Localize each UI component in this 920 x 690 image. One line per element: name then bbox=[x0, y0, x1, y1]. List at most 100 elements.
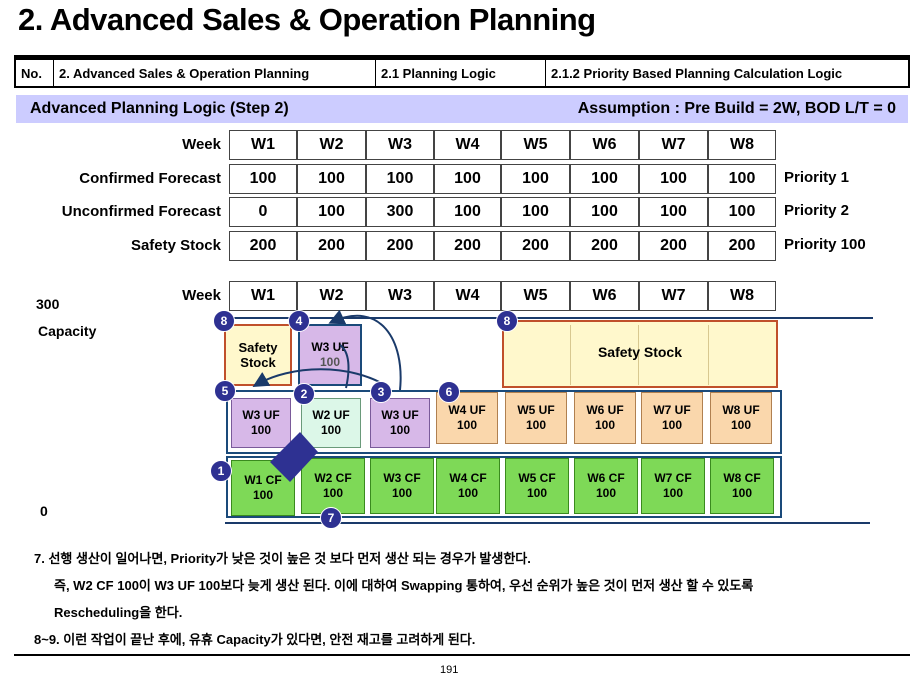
table-cell: 100 bbox=[434, 197, 501, 227]
uf-block-qty: 100 bbox=[525, 418, 547, 432]
header-sub1: 2.1 Planning Logic bbox=[376, 60, 546, 86]
step-title: Advanced Planning Logic (Step 2) bbox=[30, 100, 289, 117]
step-badge: 2 bbox=[293, 383, 315, 405]
row-label: Safety Stock bbox=[130, 237, 221, 254]
table-cell: 100 bbox=[229, 164, 297, 194]
table-cell: 200 bbox=[434, 231, 501, 261]
table-cell: 100 bbox=[639, 197, 708, 227]
cf-block-qty: 100 bbox=[595, 486, 617, 500]
table-cell: 300 bbox=[366, 197, 434, 227]
step-badge: 1 bbox=[210, 460, 232, 482]
header-section: 2. Advanced Sales & Operation Planning bbox=[54, 60, 376, 86]
step-badge: 4 bbox=[288, 310, 310, 332]
baseline-line bbox=[225, 522, 870, 524]
header-no: No. bbox=[16, 60, 54, 86]
step-badge: 5 bbox=[214, 380, 236, 402]
table-cell: 100 bbox=[297, 197, 366, 227]
table-cell: 200 bbox=[570, 231, 639, 261]
step-badge: 7 bbox=[320, 507, 342, 529]
note-line-1: 7. 선행 생산이 일어나면, Priority가 낮은 것이 높은 것 보다 … bbox=[34, 551, 531, 566]
safety-stock-right-label: Safety Stock bbox=[597, 344, 683, 360]
chart-week-cell: W1 bbox=[229, 281, 297, 311]
table-cell: 100 bbox=[501, 197, 570, 227]
chart-week-label: Week bbox=[182, 287, 221, 304]
header-table: No. 2. Advanced Sales & Operation Planni… bbox=[14, 58, 910, 88]
week-row-label: Week bbox=[182, 136, 221, 153]
uf-block-label: W3 UF bbox=[381, 408, 419, 422]
y-axis-top-label: 300 bbox=[36, 296, 60, 312]
uf-block-qty: 100 bbox=[320, 423, 342, 437]
divider bbox=[570, 325, 571, 385]
uf-block-qty: 100 bbox=[661, 418, 683, 432]
table-cell: 200 bbox=[501, 231, 570, 261]
w3-uf-top-block: W3 UF 100 bbox=[298, 324, 362, 386]
capacity-label: Capacity bbox=[38, 323, 97, 339]
table-cell: 100 bbox=[639, 164, 708, 194]
table-cell: 100 bbox=[501, 164, 570, 194]
table-cell: 100 bbox=[297, 164, 366, 194]
week-header-cell: W7 bbox=[639, 130, 708, 160]
row-label: Unconfirmed Forecast bbox=[61, 203, 221, 220]
priority-label: Priority 1 bbox=[784, 169, 850, 186]
cf-block-qty: 100 bbox=[252, 488, 274, 502]
table-cell: 100 bbox=[708, 164, 776, 194]
cf-block-qty: 100 bbox=[391, 486, 413, 500]
step-band: Advanced Planning Logic (Step 2) Assumpt… bbox=[16, 95, 908, 123]
header-sub2: 2.1.2 Priority Based Planning Calculatio… bbox=[551, 65, 843, 81]
uf-block-qty: 100 bbox=[250, 423, 272, 437]
cf-block-qty: 100 bbox=[322, 486, 344, 500]
table-cell: 100 bbox=[570, 197, 639, 227]
uf-row-outline bbox=[226, 390, 782, 454]
cf-block-label: W8 CF bbox=[723, 471, 761, 485]
y-axis-bottom-label: 0 bbox=[40, 503, 48, 519]
divider bbox=[638, 325, 639, 385]
uf-block-qty: 100 bbox=[594, 418, 616, 432]
week-header-cell: W1 bbox=[229, 130, 297, 160]
capacity-line bbox=[225, 317, 873, 319]
chart-week-cell: W6 bbox=[570, 281, 639, 311]
cf-block-qty: 100 bbox=[662, 486, 684, 500]
note-line-3: Rescheduling을 한다. bbox=[54, 605, 183, 620]
safety-stock-right: Safety Stock bbox=[502, 320, 778, 388]
cf-block-label: W2 CF bbox=[314, 471, 352, 485]
chart-week-cell: W8 bbox=[708, 281, 776, 311]
cf-block-label: W6 CF bbox=[587, 471, 625, 485]
table-cell: 100 bbox=[708, 197, 776, 227]
chart-week-cell: W5 bbox=[501, 281, 570, 311]
step-badge: 8 bbox=[496, 310, 518, 332]
note-line-2: 즉, W2 CF 100이 W3 UF 100보다 늦게 생산 된다. 이에 대… bbox=[54, 578, 754, 593]
priority-label: Priority 2 bbox=[784, 202, 850, 219]
safety-stock-left-label: Safety Stock bbox=[238, 340, 278, 370]
cf-block-label: W7 CF bbox=[654, 471, 692, 485]
table-cell: 200 bbox=[297, 231, 366, 261]
chart-week-cell: W4 bbox=[434, 281, 501, 311]
priority-label: Priority 100 bbox=[784, 236, 866, 253]
cf-block-label: W1 CF bbox=[244, 473, 282, 487]
step-badge: 3 bbox=[370, 381, 392, 403]
uf-block-qty: 100 bbox=[456, 418, 478, 432]
uf-block-label: W2 UF bbox=[312, 408, 350, 422]
cf-block-qty: 100 bbox=[731, 486, 753, 500]
week-header-cell: W6 bbox=[570, 130, 639, 160]
uf-block-label: W4 UF bbox=[448, 403, 486, 417]
table-cell: 200 bbox=[708, 231, 776, 261]
table-cell: 100 bbox=[570, 164, 639, 194]
table-cell: 200 bbox=[229, 231, 297, 261]
table-cell: 200 bbox=[639, 231, 708, 261]
week-header-cell: W5 bbox=[501, 130, 570, 160]
uf-block-qty: 100 bbox=[389, 423, 411, 437]
table-cell: 200 bbox=[366, 231, 434, 261]
week-header-cell: W4 bbox=[434, 130, 501, 160]
page-number: 191 bbox=[440, 664, 459, 676]
arrow-w3uf-to-top bbox=[328, 309, 402, 391]
